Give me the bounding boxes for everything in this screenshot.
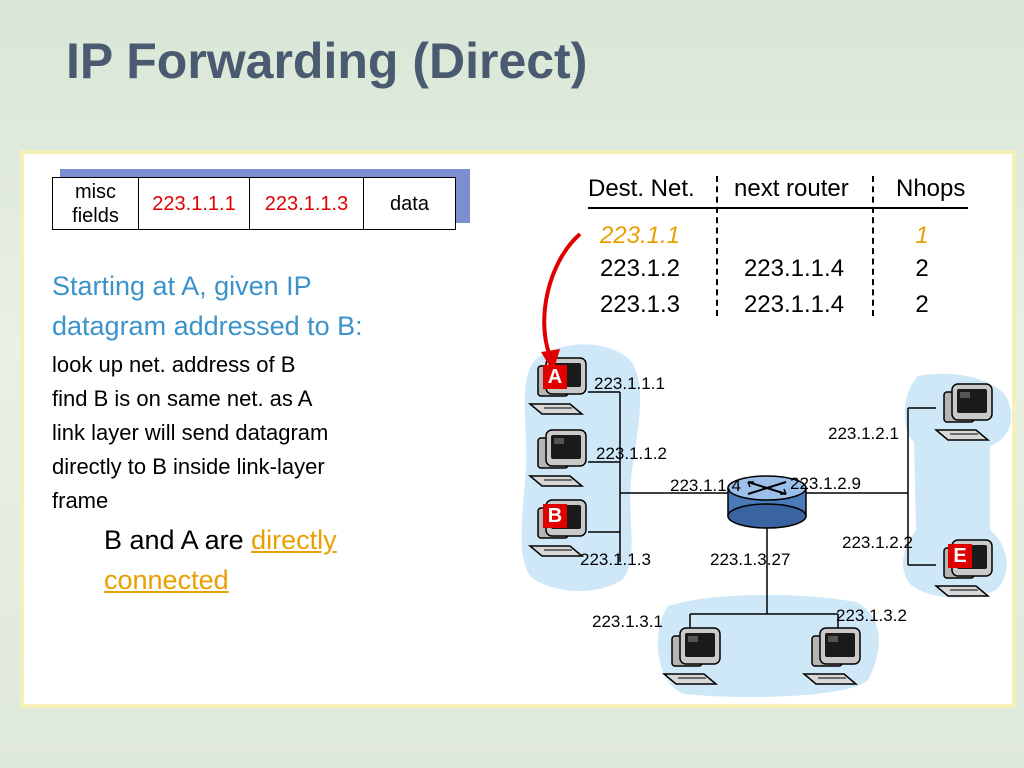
routing-header-hops: Nhops	[896, 175, 966, 202]
host-b-label: B	[543, 504, 567, 528]
slide-title: IP Forwarding (Direct)	[66, 33, 588, 89]
routing-header-rule	[588, 207, 968, 209]
host-e-label: E	[948, 544, 972, 568]
routing-col-divider-1	[716, 176, 718, 316]
route-row-2-hops: 2	[915, 255, 929, 282]
ip-host-h2: 223.1.1.2	[596, 444, 667, 463]
source-ip-cell: 223.1.1.1	[138, 177, 250, 230]
ip-host-h21: 223.1.2.1	[828, 424, 899, 443]
router-icon	[727, 475, 807, 529]
routing-col-divider-2	[872, 176, 874, 316]
route-row-3-next: 223.1.1.4	[743, 291, 845, 318]
data-cell: data	[363, 177, 456, 230]
ip-host-a: 223.1.1.1	[594, 374, 665, 393]
route-row-1-hops: 1	[915, 222, 929, 249]
ip-router-if2: 223.1.2.9	[790, 474, 861, 493]
ip-router-if3: 223.1.3.27	[710, 550, 791, 569]
datagram-header: misc fields 223.1.1.1 223.1.1.3 data	[52, 177, 456, 230]
datagram-shadow-top	[60, 169, 470, 177]
routing-header-dest: Dest. Net.	[588, 175, 695, 202]
subnet-cloud-3	[657, 594, 879, 698]
step-line: find B is on same net. as A	[52, 386, 313, 411]
datagram-shadow-right	[456, 169, 470, 223]
step-line: link layer will send datagram	[52, 420, 329, 445]
step-line: directly to B inside link-layer	[52, 454, 325, 479]
lookup-arrowhead	[541, 349, 560, 372]
route-row-2-next: 223.1.1.4	[743, 255, 845, 282]
ip-host-h32: 223.1.3.2	[836, 606, 907, 625]
host-a-label: A	[543, 365, 567, 389]
lookup-arrow	[542, 232, 582, 357]
destination-ip-cell: 223.1.1.3	[249, 177, 364, 230]
ip-host-h31: 223.1.3.1	[592, 612, 663, 631]
step-line: look up net. address of B	[52, 352, 296, 377]
route-row-2-dest: 223.1.2	[599, 255, 681, 282]
ip-host-b: 223.1.1.3	[580, 550, 651, 569]
explanation-lead: Starting at A, given IP datagram address…	[52, 271, 363, 341]
step-line: frame	[52, 488, 109, 513]
route-row-1-dest: 223.1.1	[599, 222, 681, 249]
route-row-3-dest: 223.1.3	[599, 291, 681, 318]
highlight-connected: connected	[104, 565, 229, 595]
explanation-steps: look up net. address of B find B is on s…	[52, 348, 328, 518]
routing-header-next: next router	[734, 175, 849, 202]
conclusion: B and A are directly connected	[104, 525, 337, 595]
highlight-directly: directly	[251, 525, 337, 555]
route-row-3-hops: 2	[915, 291, 929, 318]
ip-router-if1: 223.1.1.4	[670, 476, 741, 495]
ip-host-e: 223.1.2.2	[842, 533, 913, 552]
misc-fields-cell: misc fields	[52, 177, 139, 230]
